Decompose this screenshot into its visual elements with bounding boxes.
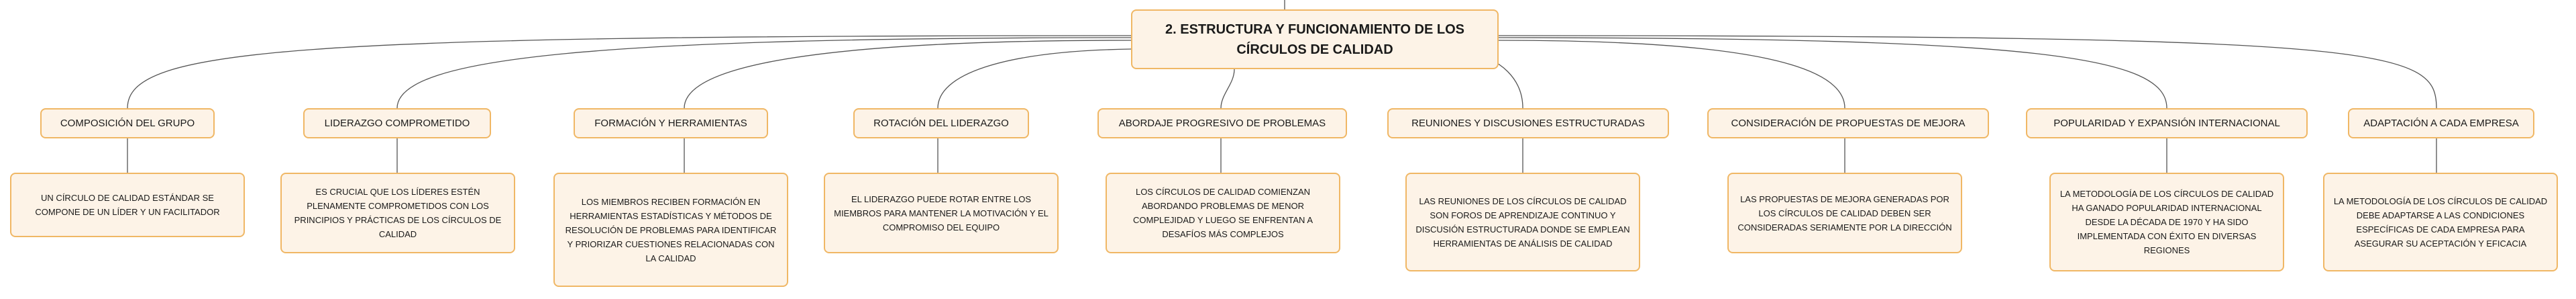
detail-text: LAS PROPUESTAS DE MEJORA GENERADAS POR L… (1737, 194, 1952, 232)
topic-title: LIDERAZGO COMPROMETIDO (324, 117, 470, 129)
topic-popularidad-y-expansion[interactable]: POPULARIDAD Y EXPANSIÓN INTERNACIONAL (2026, 108, 2308, 138)
connector-adaptacion (1498, 35, 2437, 109)
root-topic-title: 2. ESTRUCTURA Y FUNCIONAMIENTO DE LOS CÍ… (1165, 22, 1464, 57)
topic-title: COMPOSICIÓN DEL GRUPO (60, 117, 195, 129)
detail-text: LA METODOLOGÍA DE LOS CÍRCULOS DE CALIDA… (2333, 196, 2548, 249)
topic-title: REUNIONES Y DISCUSIONES ESTRUCTURADAS (1411, 117, 1645, 129)
detail-text: ES CRUCIAL QUE LOS LÍDERES ESTÉN PLENAME… (294, 187, 502, 239)
topic-title: ABORDAJE PROGRESIVO DE PROBLEMAS (1118, 117, 1326, 129)
topic-title: ADAPTACIÓN A CADA EMPRESA (2363, 117, 2519, 129)
detail-consideracion-de-propuestas[interactable]: LAS PROPUESTAS DE MEJORA GENERADAS POR L… (1727, 173, 1962, 253)
detail-composicion-del-grupo[interactable]: UN CÍRCULO DE CALIDAD ESTÁNDAR SE COMPON… (10, 173, 245, 237)
connector-liderazgo (396, 37, 1132, 109)
topic-title: POPULARIDAD Y EXPANSIÓN INTERNACIONAL (2053, 117, 2280, 129)
connector-propuestas (1498, 40, 1845, 109)
topic-title: CONSIDERACIÓN DE PROPUESTAS DE MEJORA (1731, 117, 1966, 129)
detail-adaptacion-a-cada-empresa[interactable]: LA METODOLOGÍA DE LOS CÍRCULOS DE CALIDA… (2323, 173, 2558, 271)
topic-liderazgo-comprometido[interactable]: LIDERAZGO COMPROMETIDO (303, 108, 491, 138)
detail-reuniones-y-discusiones[interactable]: LAS REUNIONES DE LOS CÍRCULOS DE CALIDAD… (1405, 173, 1640, 271)
connector-abordaje (1220, 69, 1235, 109)
topic-abordaje-progresivo[interactable]: ABORDAJE PROGRESIVO DE PROBLEMAS (1097, 108, 1347, 138)
topic-adaptacion-a-cada-empresa[interactable]: ADAPTACIÓN A CADA EMPRESA (2348, 108, 2534, 138)
detail-popularidad-y-expansion[interactable]: LA METODOLOGÍA DE LOS CÍRCULOS DE CALIDA… (2049, 173, 2284, 271)
detail-text: EL LIDERAZGO PUEDE ROTAR ENTRE LOS MIEMB… (834, 194, 1049, 232)
topic-rotacion-del-liderazgo[interactable]: ROTACIÓN DEL LIDERAZGO (853, 108, 1029, 138)
connector-popularidad (1498, 37, 2167, 109)
topic-composicion-del-grupo[interactable]: COMPOSICIÓN DEL GRUPO (40, 108, 215, 138)
connector-composicion (127, 35, 1132, 109)
detail-abordaje-progresivo[interactable]: LOS CÍRCULOS DE CALIDAD COMIENZAN ABORDA… (1106, 173, 1340, 253)
root-topic[interactable]: 2. ESTRUCTURA Y FUNCIONAMIENTO DE LOS CÍ… (1131, 9, 1499, 69)
topic-reuniones-y-discusiones[interactable]: REUNIONES Y DISCUSIONES ESTRUCTURADAS (1387, 108, 1669, 138)
detail-liderazgo-comprometido[interactable]: ES CRUCIAL QUE LOS LÍDERES ESTÉN PLENAME… (280, 173, 515, 253)
connector-formacion (684, 40, 1132, 109)
topic-title: ROTACIÓN DEL LIDERAZGO (873, 117, 1009, 129)
detail-text: LA METODOLOGÍA DE LOS CÍRCULOS DE CALIDA… (2059, 189, 2274, 255)
detail-text: UN CÍRCULO DE CALIDAD ESTÁNDAR SE COMPON… (35, 193, 220, 217)
topic-title: FORMACIÓN Y HERRAMIENTAS (594, 117, 747, 129)
detail-text: LOS MIEMBROS RECIBEN FORMACIÓN EN HERRAM… (565, 196, 777, 263)
connector-rotacion (937, 48, 1132, 109)
detail-text: LAS REUNIONES DE LOS CÍRCULOS DE CALIDAD… (1415, 196, 1630, 249)
topic-consideracion-de-propuestas[interactable]: CONSIDERACIÓN DE PROPUESTAS DE MEJORA (1707, 108, 1989, 138)
detail-formacion-y-herramientas[interactable]: LOS MIEMBROS RECIBEN FORMACIÓN EN HERRAM… (553, 173, 788, 287)
detail-rotacion-del-liderazgo[interactable]: EL LIDERAZGO PUEDE ROTAR ENTRE LOS MIEMB… (824, 173, 1059, 253)
detail-text: LOS CÍRCULOS DE CALIDAD COMIENZAN ABORDA… (1132, 187, 1313, 239)
topic-formacion-y-herramientas[interactable]: FORMACIÓN Y HERRAMIENTAS (574, 108, 768, 138)
